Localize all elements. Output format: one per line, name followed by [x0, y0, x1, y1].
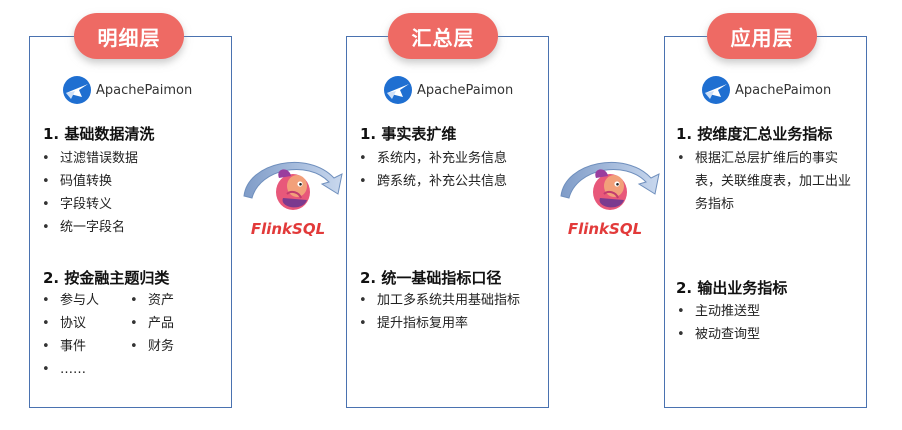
bullet-list: 参与人 协议 事件 ……: [40, 289, 99, 381]
list-item: 被动查询型: [675, 323, 760, 346]
section-heading: 1. 事实表扩维: [360, 125, 457, 143]
section-heading: 2. 按金融主题归类: [43, 269, 170, 287]
paimon-logo-text: ApachePaimon: [417, 82, 514, 98]
curved-arrow-icon: [560, 162, 660, 210]
list-item: 根据汇总层扩维后的事实表，关联维度表，加工出业务指标: [675, 147, 855, 216]
curved-arrow-icon: [243, 162, 343, 210]
section-heading: 2. 统一基础指标口径: [360, 269, 502, 287]
paimon-logo-text: ApachePaimon: [735, 82, 832, 98]
section-heading: 1. 按维度汇总业务指标: [676, 125, 833, 143]
bullet-list: 加工多系统共用基础指标 提升指标复用率: [357, 289, 522, 335]
list-item: 系统内，补充业务信息: [357, 147, 507, 170]
flink-squirrel-icon: [276, 169, 310, 210]
flinksql-label: FlinkSQL: [250, 220, 326, 238]
detail-layer-panel: ApachePaimon 1. 基础数据清洗 过滤错误数据 码值转换 字段转义 …: [29, 36, 232, 408]
list-item: 财务: [128, 335, 174, 358]
section-heading: 1. 基础数据清洗: [43, 125, 155, 143]
flinksql-connector: FlinkSQL: [555, 150, 665, 250]
application-layer-panel: ApachePaimon 1. 按维度汇总业务指标 根据汇总层扩维后的事实表，关…: [664, 36, 867, 408]
list-item: 字段转义: [40, 193, 138, 216]
bullet-list: 过滤错误数据 码值转换 字段转义 统一字段名: [40, 147, 138, 239]
list-item: 资产: [128, 289, 174, 312]
paimon-logo-text: ApachePaimon: [96, 82, 193, 98]
list-item: ……: [40, 358, 99, 381]
list-item: 统一字段名: [40, 216, 138, 239]
list-item: 码值转换: [40, 170, 138, 193]
list-item: 协议: [40, 312, 99, 335]
list-item: 主动推送型: [675, 300, 760, 323]
list-item: 提升指标复用率: [357, 312, 522, 335]
paimon-icon: [702, 76, 730, 104]
flinksql-label: FlinkSQL: [567, 220, 643, 238]
list-item: 过滤错误数据: [40, 147, 138, 170]
paimon-logo: ApachePaimon: [701, 75, 831, 105]
flink-squirrel-icon: [593, 169, 627, 210]
bullet-list: 资产 产品 财务: [128, 289, 174, 358]
flinksql-connector: FlinkSQL: [238, 150, 348, 250]
list-item: 参与人: [40, 289, 99, 312]
list-item: 跨系统，补充公共信息: [357, 170, 507, 193]
summary-layer-panel: ApachePaimon 1. 事实表扩维 系统内，补充业务信息 跨系统，补充公…: [346, 36, 549, 408]
layer-title-pill: 汇总层: [388, 13, 498, 59]
layer-title-pill: 明细层: [74, 13, 184, 59]
paimon-logo: ApachePaimon: [383, 75, 513, 105]
bullet-list: 系统内，补充业务信息 跨系统，补充公共信息: [357, 147, 507, 193]
section-heading: 2. 输出业务指标: [676, 279, 788, 297]
list-item: 事件: [40, 335, 99, 358]
list-item: 产品: [128, 312, 174, 335]
bullet-list: 主动推送型 被动查询型: [675, 300, 760, 346]
paimon-icon: [384, 76, 412, 104]
paimon-logo: ApachePaimon: [62, 75, 192, 105]
layer-title-pill: 应用层: [707, 13, 817, 59]
list-item: 加工多系统共用基础指标: [357, 289, 522, 312]
paimon-icon: [63, 76, 91, 104]
bullet-list: 根据汇总层扩维后的事实表，关联维度表，加工出业务指标: [675, 147, 855, 216]
